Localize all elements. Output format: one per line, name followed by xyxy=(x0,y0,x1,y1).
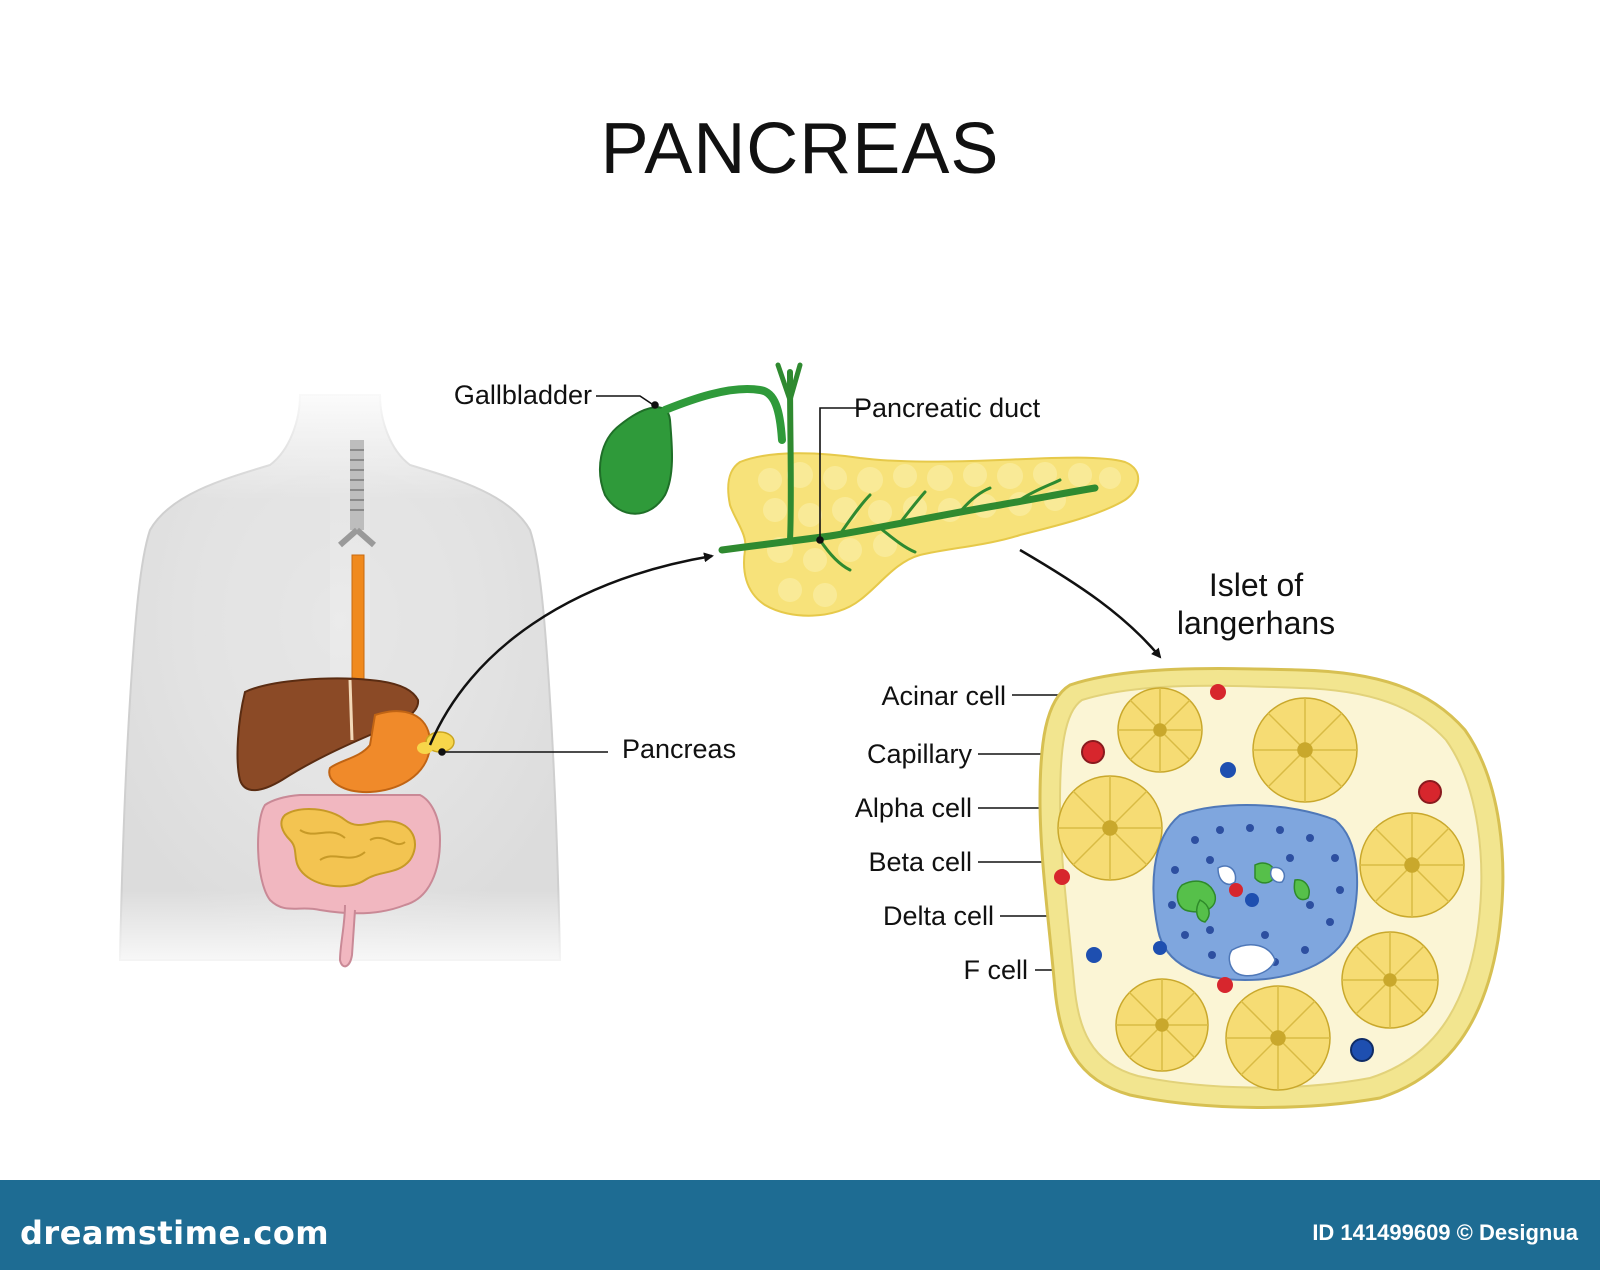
islet-core xyxy=(1152,803,1359,982)
footer-brand: dreamstime.com xyxy=(20,1214,330,1252)
pancreatic-duct xyxy=(718,362,1099,572)
islet-title: Islet of langerhans xyxy=(1156,566,1356,642)
stomach xyxy=(328,710,432,794)
gallbladder xyxy=(599,385,786,515)
capillaries xyxy=(1054,684,1442,1062)
label-capillary: Capillary xyxy=(866,739,972,769)
label-pancreatic-duct: Pancreatic duct xyxy=(854,393,1041,423)
islet-title-line1: Islet of xyxy=(1208,567,1304,603)
acini xyxy=(1057,687,1465,1091)
page-title: PANCREAS xyxy=(600,109,1000,189)
trachea-esophagus xyxy=(338,440,376,686)
label-f-cell: F cell xyxy=(963,955,1028,985)
label-pancreas: Pancreas xyxy=(622,734,737,764)
islet-cross-section xyxy=(1038,667,1505,1109)
label-alpha-cell: Alpha cell xyxy=(854,793,972,823)
label-delta-cell: Delta cell xyxy=(882,901,994,931)
footer-image-id: ID 141499609 © Designua xyxy=(1312,1220,1578,1245)
label-beta-cell: Beta cell xyxy=(868,847,972,877)
label-gallbladder: Gallbladder xyxy=(453,380,592,410)
liver xyxy=(236,677,420,792)
intestines xyxy=(257,794,442,968)
footer-bar: dreamstime.com ID 141499609 © Designua xyxy=(0,1180,1600,1270)
label-acinar-cell: Acinar cell xyxy=(881,681,1006,711)
islet-title-line2: langerhans xyxy=(1176,605,1336,641)
arrows xyxy=(428,548,1162,746)
